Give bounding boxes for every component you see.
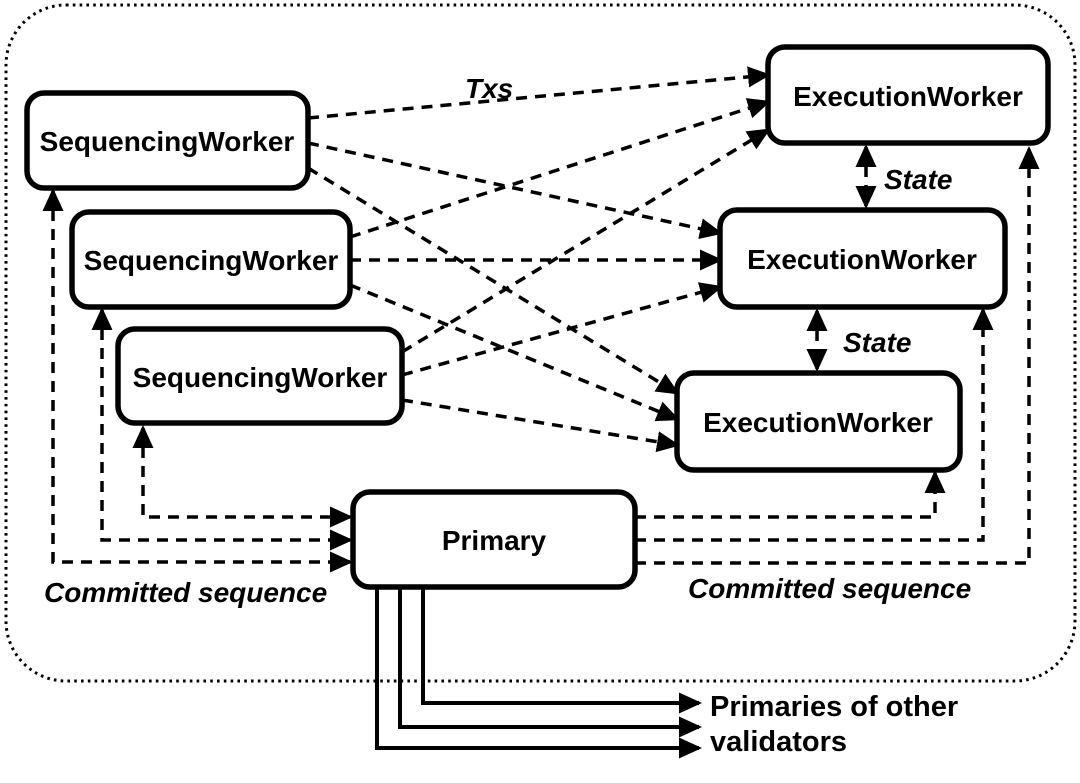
edge-primary-out-2	[398, 587, 702, 738]
execution-worker-node-3: ExecutionWorker	[674, 370, 963, 473]
primaries-of-other-validators-label: Primaries of other validators	[710, 691, 958, 758]
primary-node: Primary	[350, 489, 638, 590]
edge-sw3-ew1	[401, 128, 771, 354]
edge-primary-ew1	[635, 146, 1040, 565]
execution-worker-node-2: ExecutionWorker	[717, 207, 1008, 310]
sequencing-worker-node-3: SequencingWorker	[115, 326, 405, 426]
edge-primary-out-3	[375, 587, 702, 759]
txs-edges	[307, 66, 771, 453]
edge-sw1-ew3	[307, 166, 680, 395]
edge-sw1-ew2	[307, 141, 723, 239]
execution-worker-label-2: ExecutionWorker	[747, 244, 977, 275]
state-edge-label-top: State	[884, 164, 952, 195]
sequencing-worker-box-3	[115, 326, 405, 426]
sequencing-worker-label-1: SequencingWorker	[40, 126, 295, 157]
validator-boundary	[4, 3, 1077, 683]
edge-sw1-ew1	[307, 66, 771, 120]
edge-sw2-ew1	[349, 98, 771, 239]
execution-worker-label-3: ExecutionWorker	[703, 407, 933, 438]
committed-sequence-left-edges	[42, 188, 353, 573]
edge-primary-ew3	[635, 470, 946, 519]
committed-sequence-label-left: Committed sequence	[44, 577, 327, 608]
primary-box	[350, 489, 638, 590]
sequencing-worker-node-1: SequencingWorker	[24, 90, 311, 191]
execution-worker-label-1: ExecutionWorker	[793, 81, 1023, 112]
state-edges	[806, 144, 877, 372]
edge-sw3-ew3	[401, 398, 680, 453]
edge-primary-sw2	[91, 307, 353, 551]
edge-sw2-ew3	[349, 283, 680, 422]
sequencing-worker-box-2	[69, 209, 353, 310]
committed-sequence-label-right: Committed sequence	[688, 573, 971, 604]
execution-worker-box-1	[765, 44, 1051, 146]
primaries-label-line1: Primaries of other	[710, 691, 958, 723]
state-edge-label-bottom: State	[843, 327, 911, 358]
primaries-label-line2: validators	[710, 726, 847, 758]
sequencing-worker-box-1	[24, 90, 311, 191]
execution-worker-box-3	[674, 370, 963, 473]
txs-edge-label: Txs	[465, 73, 513, 104]
sequencing-worker-label-3: SequencingWorker	[133, 362, 388, 393]
committed-sequence-right-edges	[635, 146, 1040, 565]
execution-worker-node-1: ExecutionWorker	[765, 44, 1051, 146]
edge-primary-sw1	[42, 188, 353, 573]
sequencing-worker-label-2: SequencingWorker	[84, 245, 339, 276]
edge-primary-ew2	[635, 307, 994, 542]
sequencing-worker-node-2: SequencingWorker	[69, 209, 353, 310]
edge-sw3-ew2	[401, 282, 723, 377]
edge-primary-out-1	[421, 587, 702, 714]
primary-output-edges	[375, 587, 702, 759]
primary-label: Primary	[442, 525, 547, 556]
execution-worker-box-2	[717, 207, 1008, 310]
edge-primary-sw3	[132, 425, 353, 528]
